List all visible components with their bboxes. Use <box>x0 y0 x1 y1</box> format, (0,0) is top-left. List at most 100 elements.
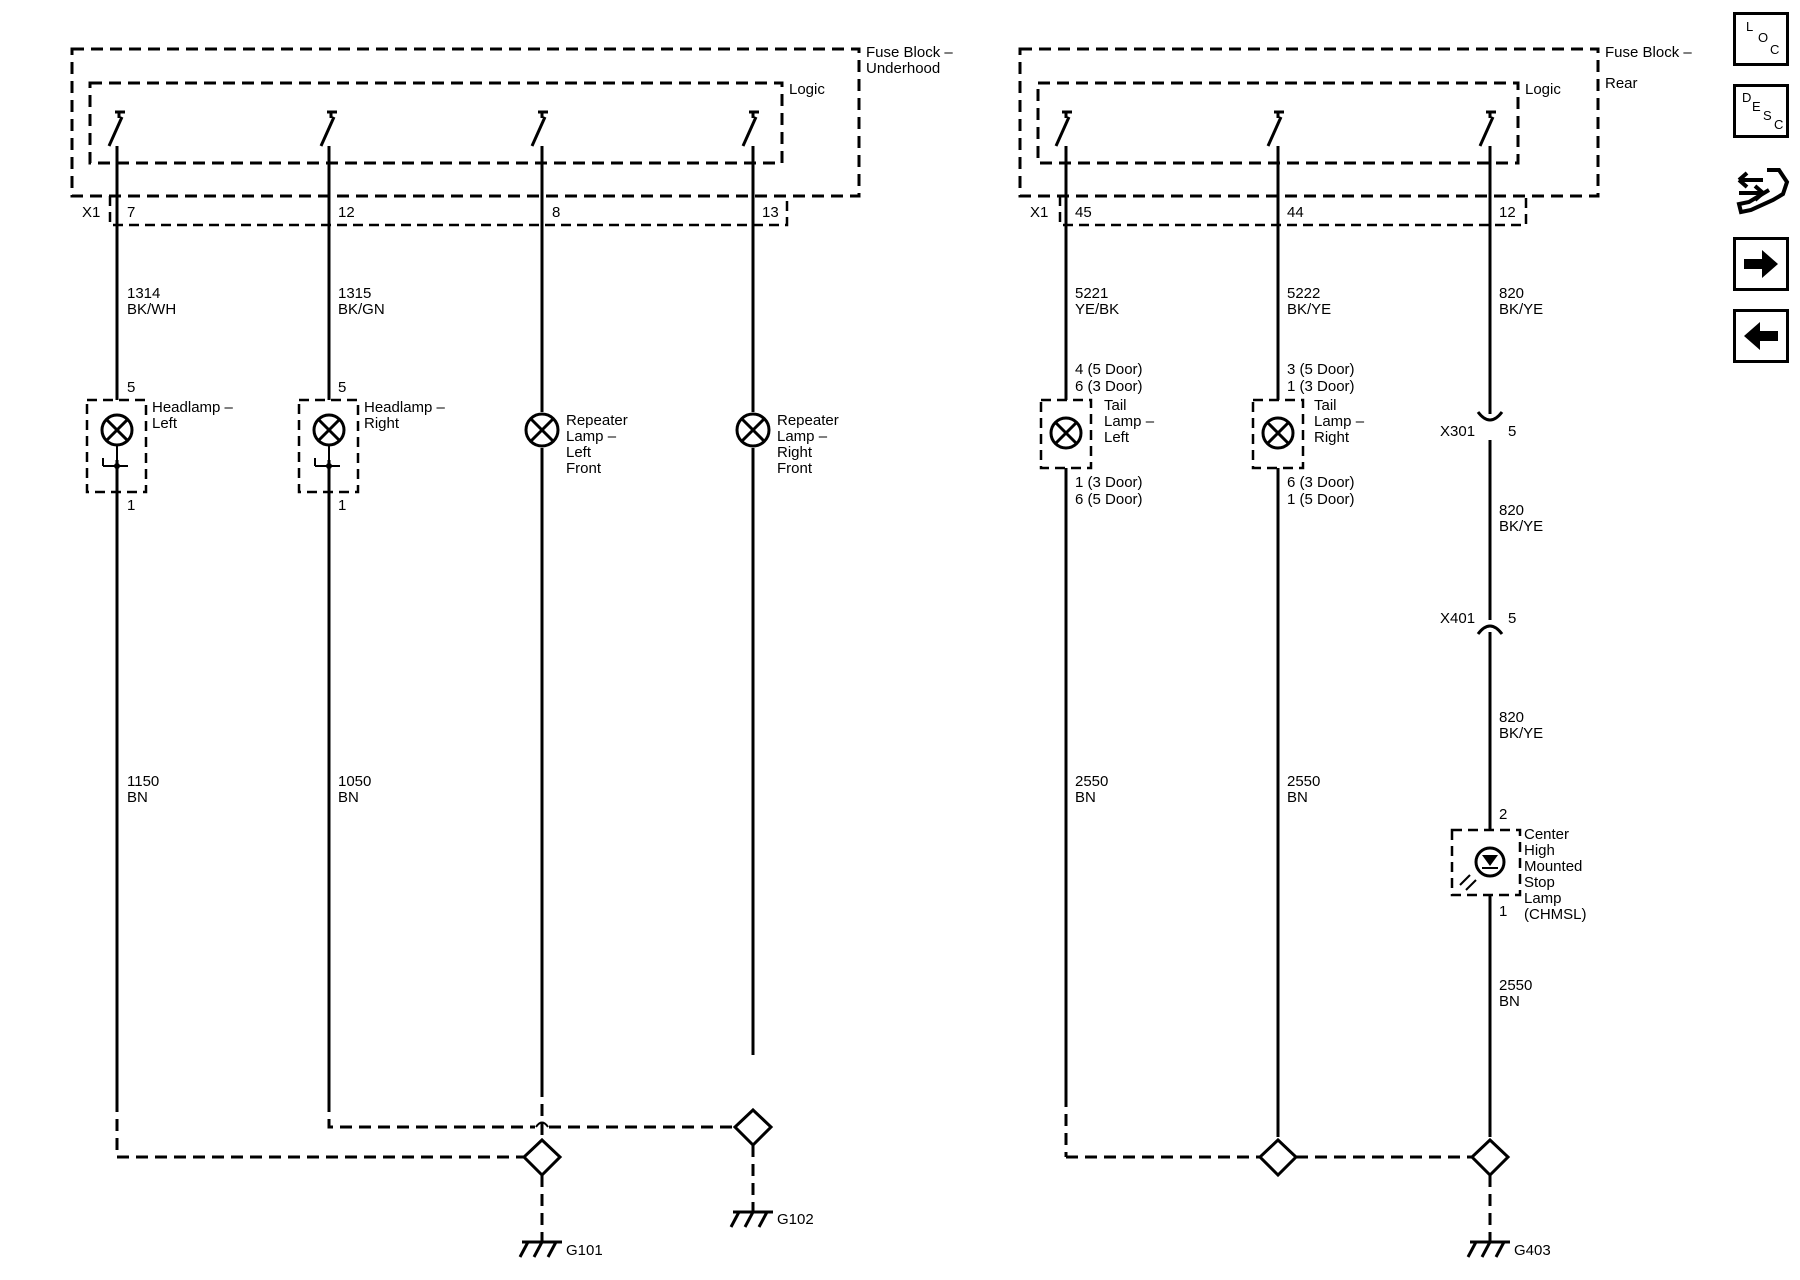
lamp-name: Headlamp – <box>152 399 234 416</box>
switch-icon <box>1478 110 1496 147</box>
lamp-name: Lamp – <box>1314 413 1365 430</box>
lamp-name: Lamp <box>1524 890 1562 907</box>
wire-label-circuit: 5221 <box>1075 285 1108 302</box>
wire-label-color: BK/YE <box>1499 725 1543 742</box>
wire-label-circuit: 820 <box>1499 285 1524 302</box>
wire-label-circuit: 2550 <box>1075 773 1108 790</box>
logic-label-right: Logic <box>1525 81 1561 98</box>
pin-label: 2 <box>1499 806 1507 823</box>
lamp-name: (CHMSL) <box>1524 906 1587 923</box>
lamp-name: Tail <box>1104 397 1127 414</box>
wire-label-color: YE/BK <box>1075 301 1119 318</box>
double-arrow-icon <box>1737 171 1765 202</box>
wires <box>115 146 1492 1137</box>
pin-numbers: 7 12 8 13 45 44 12 <box>127 204 1516 221</box>
connector-icon <box>1476 624 1504 635</box>
chmsl-lamp: 2 1 Center High Mounted Stop Lamp (CHMSL… <box>1450 806 1587 923</box>
headlamp-left: 5 1 Headlamp – Left <box>85 379 234 514</box>
splice-icon <box>732 1107 774 1148</box>
pin-label: 1 <box>1499 903 1507 920</box>
grounds: G101 G102 G403 <box>518 1210 1551 1259</box>
lamp-name: Lamp – <box>566 428 617 445</box>
ground-g403: G403 <box>1514 1242 1551 1259</box>
ground-icon <box>729 1210 773 1228</box>
arrow-left-icon <box>1744 322 1778 350</box>
wire-label-circuit: 2550 <box>1499 977 1532 994</box>
arrow-right-icon <box>1744 250 1778 278</box>
loc-letter: L <box>1746 19 1754 34</box>
tail-lamp-right: 3 (5 Door) 1 (3 Door) 6 (3 Door) 1 (5 Do… <box>1251 361 1365 508</box>
wire-label-circuit: 1314 <box>127 285 160 302</box>
lamp-name: Tail <box>1314 397 1337 414</box>
splice-icon <box>1469 1137 1511 1178</box>
pin-label: 6 (5 Door) <box>1075 491 1143 508</box>
tail-lamp-left: 4 (5 Door) 6 (3 Door) 1 (3 Door) 6 (5 Do… <box>1039 361 1155 508</box>
lamp-name: High <box>1524 842 1555 859</box>
pin-7: 7 <box>127 204 135 221</box>
pin-label: 6 (3 Door) <box>1075 378 1143 395</box>
wire-label-color: BN <box>1075 789 1096 806</box>
loc-button[interactable]: L O C <box>1733 12 1789 66</box>
lamp-name: Stop <box>1524 874 1555 891</box>
splices <box>521 1107 1511 1178</box>
wire-label-circuit: 5222 <box>1287 285 1320 302</box>
switch-icon <box>530 110 548 147</box>
wire-label-circuit: 1150 <box>127 773 159 790</box>
pin-label: 3 (5 Door) <box>1287 361 1355 378</box>
wire-label-color: BN <box>338 789 359 806</box>
lamp-name: Mounted <box>1524 858 1582 875</box>
previous-button[interactable] <box>1733 309 1789 363</box>
connector-x1-right: X1 <box>1030 204 1048 221</box>
next-button[interactable] <box>1733 237 1789 291</box>
pin-8: 8 <box>552 204 560 221</box>
wire-label-color: BK/YE <box>1499 301 1543 318</box>
wire-label-color: BK/YE <box>1287 301 1331 318</box>
ground-g102: G102 <box>777 1211 814 1228</box>
wire-label-circuit: 1315 <box>338 285 371 302</box>
lamp-name: Lamp – <box>1104 413 1155 430</box>
ground-g101: G101 <box>566 1242 603 1259</box>
pin-45: 45 <box>1075 204 1092 221</box>
pin-44: 44 <box>1287 204 1304 221</box>
logic-label-left: Logic <box>789 81 825 98</box>
lamp-name: Repeater <box>566 412 628 429</box>
switch-icon <box>319 110 337 147</box>
connector-name: X301 <box>1440 423 1475 440</box>
pin-label: 5 <box>338 379 346 396</box>
lamp-name: Front <box>777 460 813 477</box>
lamp-name: Repeater <box>777 412 839 429</box>
pin-13: 13 <box>762 204 779 221</box>
wire-labels-left: 1314 BK/WH 1315 BK/GN 1150 BN 1050 BN <box>127 285 385 806</box>
desc-button[interactable]: D E S C <box>1733 84 1789 138</box>
wire-labels-right: 5221 YE/BK 5222 BK/YE 820 BK/YE 2550 BN … <box>1075 285 1543 1010</box>
wrench-icon <box>1736 168 1790 215</box>
wire-label-circuit: 2550 <box>1287 773 1320 790</box>
fuse-block-underhood: Fuse Block – Underhood Logic X1 <box>70 44 953 227</box>
pin-label: 5 <box>127 379 135 396</box>
wire-label-circuit: 820 <box>1499 709 1524 726</box>
connector-x1-left: X1 <box>82 204 100 221</box>
splice-icon <box>521 1137 563 1178</box>
connector-name: X401 <box>1440 610 1475 627</box>
pin-label: 6 (3 Door) <box>1287 474 1355 491</box>
rear-label-3: Rear <box>1605 75 1638 92</box>
lamp-name: Front <box>566 460 602 477</box>
wire-label-color: BN <box>127 789 148 806</box>
connector-pin: 5 <box>1508 423 1516 440</box>
desc-letter: E <box>1752 99 1761 114</box>
switch-icon <box>741 110 759 147</box>
pin-label: 1 (3 Door) <box>1287 378 1355 395</box>
wire-label-circuit: 1050 <box>338 773 371 790</box>
pin-label: 1 (5 Door) <box>1287 491 1355 508</box>
repeater-lamp-left: Repeater Lamp – Left Front <box>524 412 628 477</box>
pin-12: 12 <box>338 204 355 221</box>
lamp-name: Right <box>1314 429 1350 446</box>
logic-switches <box>107 110 1496 147</box>
underhood-label-1: Fuse Block – <box>866 44 953 61</box>
ground-icon <box>518 1240 562 1258</box>
pin-label: 1 <box>338 497 346 514</box>
connector-wrench-button[interactable] <box>1733 160 1791 222</box>
wire-label-color: BN <box>1287 789 1308 806</box>
wire-label-color: BN <box>1499 993 1520 1010</box>
